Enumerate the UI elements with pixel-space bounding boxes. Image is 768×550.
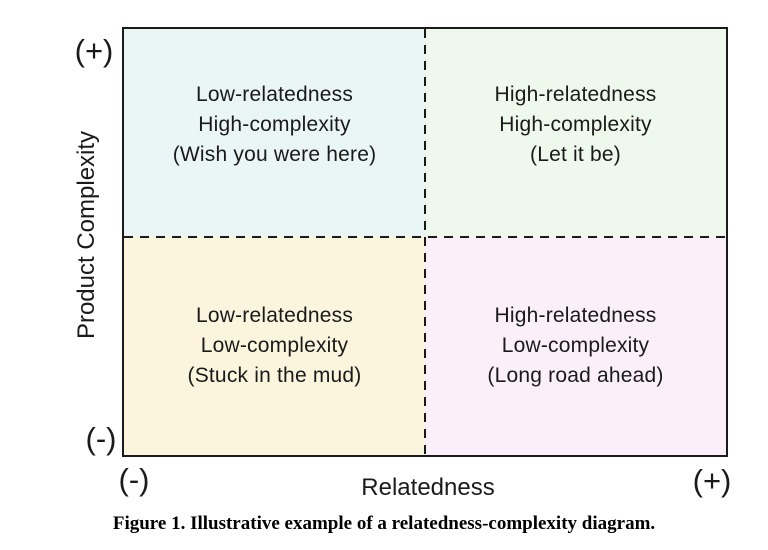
quadrant-line: High-relatedness <box>494 304 657 327</box>
quadrant-high-relatedness-high-complexity: High-relatedness High-complexity (Let it… <box>425 29 726 237</box>
quadrant-line: (Long road ahead) <box>487 364 664 387</box>
y-axis-minus-sign: (-) <box>85 421 117 456</box>
quadrant-line: (Stuck in the mud) <box>187 364 362 387</box>
quadrant-line: (Let it be) <box>530 143 621 166</box>
quadrant-line: High-complexity <box>198 113 351 136</box>
x-axis-plus-sign: (+) <box>692 463 732 498</box>
quadrant-plot: Low-relatedness High-complexity (Wish yo… <box>122 27 728 457</box>
quadrant-high-relatedness-low-complexity: High-relatedness Low-complexity (Long ro… <box>425 237 726 455</box>
quadrant-line: Low-complexity <box>501 334 650 357</box>
y-axis-label: Product Complexity <box>73 130 100 340</box>
quadrant-line: (Wish you were here) <box>172 143 377 166</box>
quadrant-line: Low-relatedness <box>195 83 354 106</box>
quadrant-text: Low-relatedness High-complexity (Wish yo… <box>173 80 377 170</box>
quadrant-text: High-relatedness High-complexity (Let it… <box>495 80 657 170</box>
y-axis-plus-sign: (+) <box>74 33 114 68</box>
x-axis-minus-sign: (-) <box>118 462 150 497</box>
quadrant-line: High-relatedness <box>494 83 657 106</box>
quadrant-line: Low-complexity <box>200 334 349 357</box>
quadrant-low-relatedness-low-complexity: Low-relatedness Low-complexity (Stuck in… <box>124 237 425 455</box>
x-axis-label: Relatedness <box>361 474 495 501</box>
quadrant-low-relatedness-high-complexity: Low-relatedness High-complexity (Wish yo… <box>124 29 425 237</box>
quadrant-line: High-complexity <box>499 113 652 136</box>
vertical-divider-dashed-line <box>424 29 426 455</box>
figure-caption: Figure 1. Illustrative example of a rela… <box>112 513 656 534</box>
quadrant-text: Low-relatedness Low-complexity (Stuck in… <box>188 301 362 391</box>
quadrant-text: High-relatedness Low-complexity (Long ro… <box>487 301 663 391</box>
quadrant-line: Low-relatedness <box>195 304 354 327</box>
